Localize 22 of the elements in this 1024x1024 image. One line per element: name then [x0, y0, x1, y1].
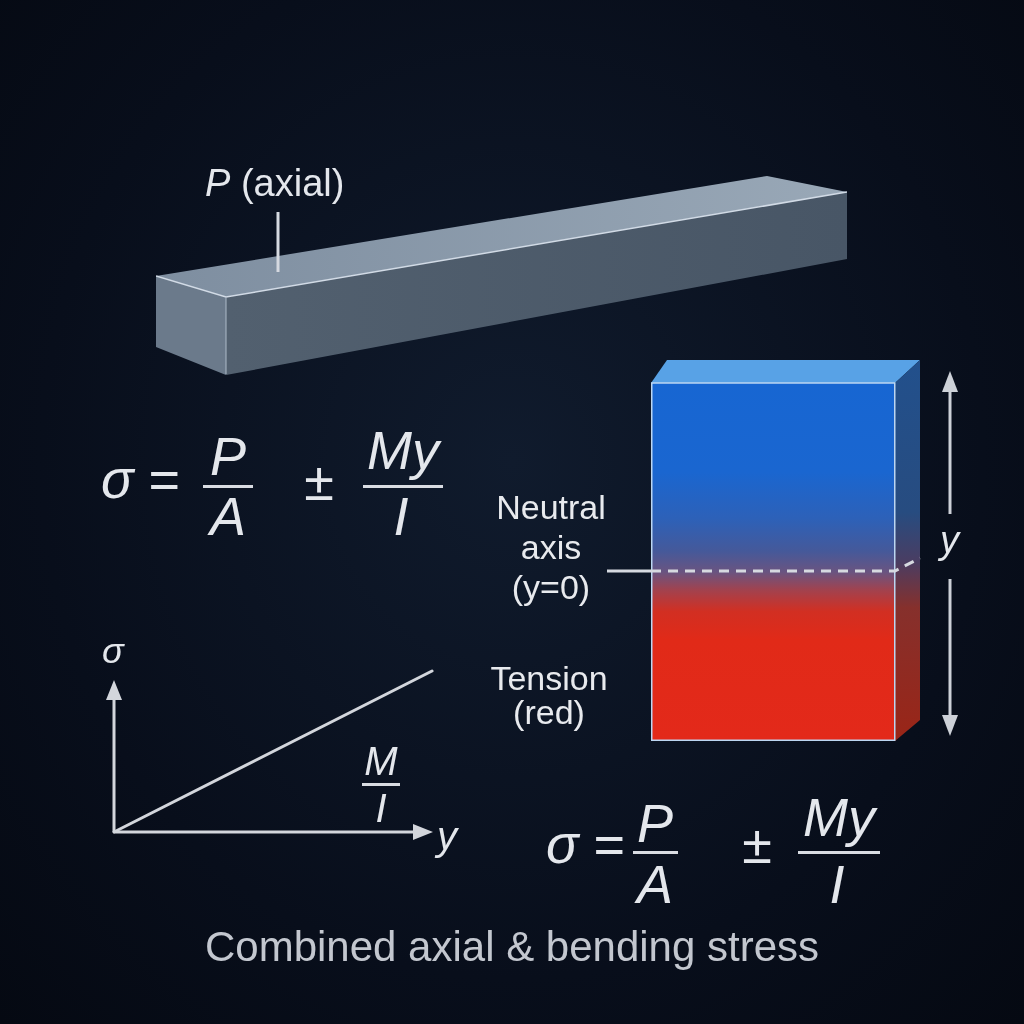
formula-term: I — [392, 489, 410, 543]
axis-label: y — [437, 816, 457, 856]
axis-label: σ — [102, 633, 124, 669]
dimension-label: y — [940, 521, 959, 559]
region-label: Tension (red) — [489, 661, 609, 729]
load-label: P (axial) — [205, 164, 355, 202]
formula-term: ± — [303, 454, 335, 508]
slope-term: I — [374, 788, 388, 828]
formula-term: σ = — [101, 452, 181, 506]
formula-term: ± — [741, 817, 773, 871]
stress-block — [651, 360, 920, 741]
formula-term: I — [828, 857, 846, 911]
formula-term: A — [198, 489, 258, 543]
formula-term: P — [636, 796, 674, 850]
leader-line — [607, 569, 651, 573]
formula-term: A — [625, 857, 685, 911]
formula-term: σ = — [546, 817, 626, 871]
leader-line — [276, 212, 280, 272]
caption: Combined axial & bending stress — [204, 926, 820, 968]
slope-term: M — [363, 741, 399, 781]
formula-term: P — [209, 429, 247, 483]
annotation-label: Neutral axis (y=0) — [495, 487, 607, 607]
